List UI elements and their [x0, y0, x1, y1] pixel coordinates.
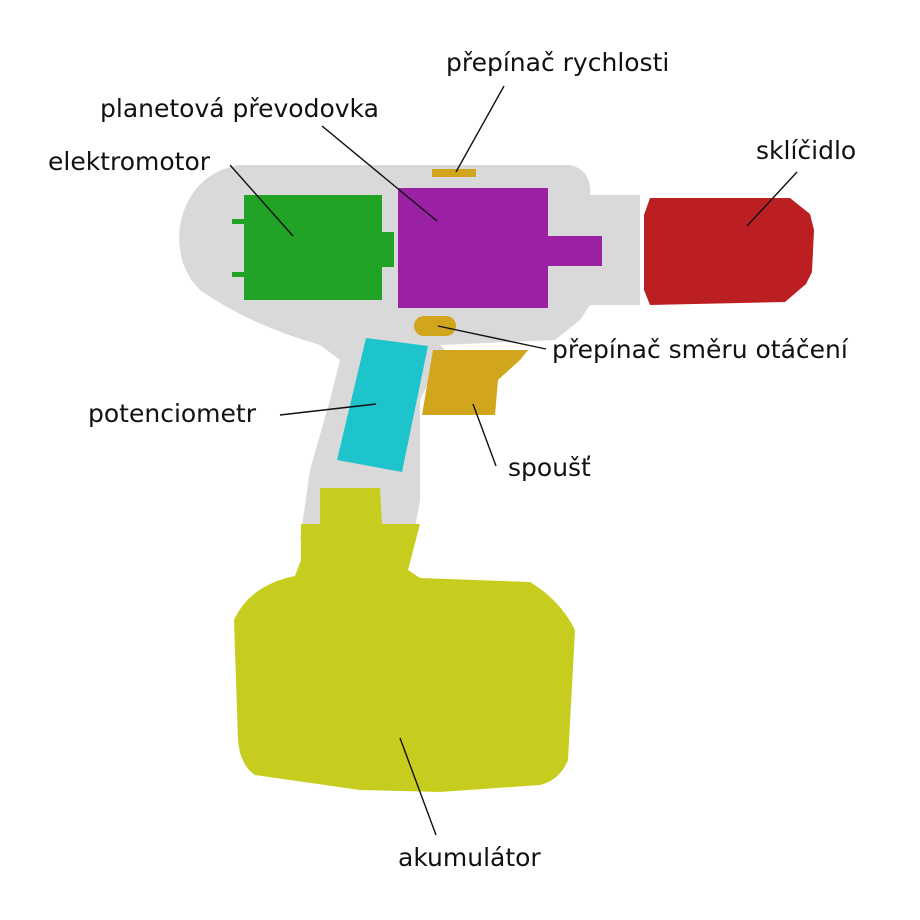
leader-speed-switch: [455, 85, 505, 173]
leader-gearbox: [321, 125, 438, 222]
label-chuck: sklíčidlo: [756, 136, 856, 165]
battery: [234, 488, 575, 792]
label-potentiometer: potenciometr: [88, 399, 257, 428]
leader-motor: [229, 164, 294, 237]
leader-potentiometer: [279, 403, 377, 416]
planetary-gearbox: [398, 188, 602, 308]
electric-motor: [232, 195, 394, 300]
leader-direction-switch: [437, 325, 547, 350]
chuck: [644, 198, 814, 305]
potentiometer: [337, 338, 428, 472]
direction-switch: [414, 316, 456, 336]
trigger: [422, 350, 528, 415]
speed-switch: [432, 169, 476, 177]
leader-battery: [399, 737, 437, 836]
label-speed-switch: přepínač rychlosti: [446, 48, 669, 77]
label-battery: akumulátor: [398, 843, 541, 872]
leader-chuck: [746, 171, 798, 227]
label-trigger: spoušť: [508, 453, 591, 482]
label-motor: elektromotor: [48, 147, 211, 176]
leader-trigger: [472, 403, 497, 467]
label-gearbox: planetová převodovka: [100, 94, 379, 123]
label-direction-switch: přepínač směru otáčení: [552, 335, 849, 364]
